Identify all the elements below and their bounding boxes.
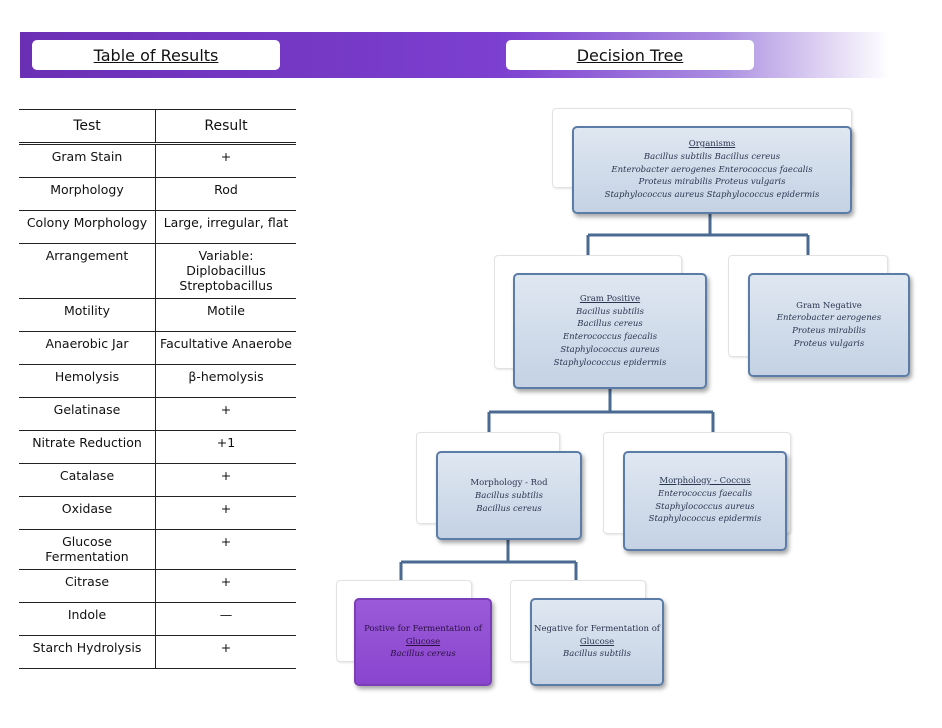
node-line: Bacillus subtilis Bacillus cereus (643, 151, 781, 162)
test-name-cell: Gram Stain (19, 143, 156, 178)
table-row: Gram Stain+ (19, 143, 296, 178)
node-line: Enterococcus faecalis (657, 488, 753, 499)
table-row: Starch Hydrolysis+ (19, 635, 296, 669)
node-line: Proteus mirabilis Proteus vulgaris (638, 177, 786, 188)
node-line: Enterobacter aerogenes Enterococcus faec… (611, 164, 813, 175)
test-name-cell: Starch Hydrolysis (19, 635, 156, 669)
table-row: Indole— (19, 602, 296, 636)
test-result-cell: Large, irregular, flat (155, 210, 296, 244)
test-name-cell: Catalase (19, 463, 156, 497)
test-name-cell: Glucose Fermentation (19, 529, 156, 570)
node-line: Staphylococcus aureus (655, 501, 755, 512)
table-row: Citrase+ (19, 569, 296, 603)
node-title: Negative for Fermentation of (534, 623, 660, 634)
test-name-cell: Nitrate Reduction (19, 430, 156, 464)
node-line: Proteus mirabilis (792, 326, 866, 336)
node-line: Bacillus subtilis (475, 490, 543, 501)
test-name-cell: Gelatinase (19, 397, 156, 431)
test-result-cell: Variable: Diplobacillus Streptobacillus (155, 243, 296, 299)
node-line: Bacillus subtilis (576, 306, 644, 317)
table-of-results-title: Table of Results (32, 40, 280, 70)
test-name-cell: Morphology (19, 177, 156, 211)
node-line: Staphylococcus epidermis (648, 514, 762, 525)
test-name-cell: Anaerobic Jar (19, 331, 156, 365)
test-result-cell: Facultative Anaerobe (155, 331, 296, 365)
node-line: Bacillus cereus (476, 503, 542, 514)
test-result-cell: +1 (155, 430, 296, 464)
node-line: Bacillus subtilis (563, 649, 631, 660)
node-line: Enterobacter aerogenes (776, 313, 882, 324)
test-name-cell: Arrangement (19, 243, 156, 299)
node-line: Proteus vulgaris (793, 338, 865, 349)
node-line: Staphylococcus epidermis (553, 357, 667, 368)
node-title: Morphology - Rod (470, 478, 548, 488)
decision-tree-title: Decision Tree (506, 40, 754, 70)
test-result-cell: — (155, 602, 296, 636)
column-header-test: Test (19, 109, 156, 145)
table-row: Nitrate Reduction+1 (19, 430, 296, 464)
node-positive-glucose: Postive for Fermentation of Glucose Baci… (354, 598, 492, 686)
test-result-cell: + (155, 635, 296, 669)
node-title-underlined: Glucose (579, 636, 615, 647)
node-line: Enterococcus faecalis (562, 332, 658, 342)
node-organisms: Organisms Bacillus subtilis Bacillus cer… (572, 126, 852, 214)
test-name-cell: Oxidase (19, 496, 156, 530)
table-row: Catalase+ (19, 463, 296, 497)
column-header-result: Result (155, 109, 296, 145)
table-row: Glucose Fermentation+ (19, 529, 296, 570)
node-title: Postive for Fermentation of (364, 623, 482, 634)
test-result-cell: Rod (155, 177, 296, 211)
test-result-cell: Motile (155, 298, 296, 332)
node-morphology-coccus: Morphology - Coccus Enterococcus faecali… (623, 451, 787, 551)
test-result-cell: β-hemolysis (155, 364, 296, 398)
test-result-cell: + (155, 569, 296, 603)
node-title: Morphology - Coccus (659, 476, 751, 486)
node-gram-negative: Gram Negative Enterobacter aerogenes Pro… (748, 273, 910, 377)
node-title: Gram Positive (579, 293, 641, 304)
test-result-cell: + (155, 463, 296, 497)
node-morphology-rod: Morphology - Rod Bacillus subtilis Bacil… (436, 451, 582, 540)
node-gram-positive: Gram Positive Bacillus subtilis Bacillus… (513, 273, 707, 389)
test-name-cell: Citrase (19, 569, 156, 603)
node-line: Bacillus cereus (390, 649, 456, 660)
table-row: Gelatinase+ (19, 397, 296, 431)
test-result-cell: + (155, 529, 296, 570)
node-negative-glucose: Negative for Fermentation of Glucose Bac… (530, 598, 664, 686)
node-line: Staphylococcus aureus (560, 344, 660, 355)
node-line: Staphylococcus aureus Staphylococcus epi… (604, 190, 820, 201)
test-result-cell: + (155, 496, 296, 530)
node-line: Bacillus cereus (577, 319, 643, 330)
test-name-cell: Indole (19, 602, 156, 636)
table-row: Oxidase+ (19, 496, 296, 530)
test-name-cell: Hemolysis (19, 364, 156, 398)
test-result-cell: + (155, 143, 296, 178)
node-title: Gram Negative (796, 300, 862, 311)
test-name-cell: Motility (19, 298, 156, 332)
node-title: Organisms (688, 139, 736, 150)
test-name-cell: Colony Morphology (19, 210, 156, 244)
test-result-cell: + (155, 397, 296, 431)
node-title-underlined: Glucose (405, 636, 441, 647)
